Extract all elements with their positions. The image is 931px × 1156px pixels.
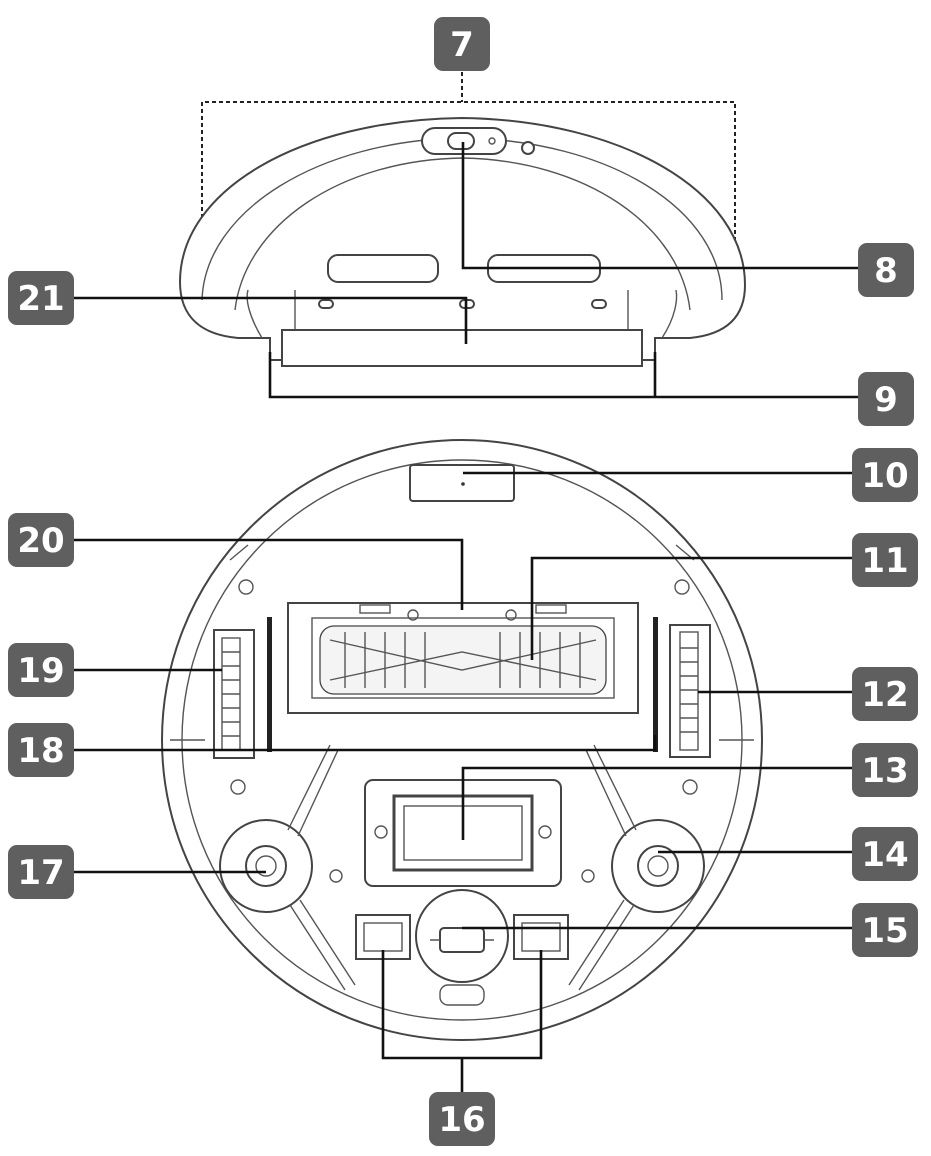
side-arm-l2 bbox=[289, 899, 356, 991]
brush-cover bbox=[311, 617, 615, 699]
callout-label: 19 bbox=[17, 651, 64, 691]
callout-label: 10 bbox=[861, 456, 908, 496]
callout-17: 17 bbox=[8, 845, 74, 899]
callout-label: 20 bbox=[17, 521, 64, 561]
robot-outer-shell bbox=[161, 439, 763, 1041]
callout-20: 20 bbox=[8, 513, 74, 567]
brush-screw-l bbox=[407, 609, 419, 621]
left-grill-lines bbox=[222, 651, 240, 737]
callout-label: 7 bbox=[450, 25, 474, 65]
leader-8 bbox=[461, 142, 858, 270]
battery-screw-r bbox=[538, 825, 552, 839]
callout-label: 16 bbox=[438, 1100, 485, 1140]
left-wheel-hub bbox=[255, 855, 277, 877]
hole bbox=[238, 579, 254, 595]
caster-latch bbox=[439, 984, 485, 1006]
leader-13 bbox=[461, 766, 858, 840]
hole bbox=[674, 579, 690, 595]
callout-8: 8 bbox=[858, 243, 914, 297]
right-grill-lines bbox=[680, 647, 698, 733]
brush-bristles-v bbox=[329, 639, 597, 681]
hole bbox=[329, 869, 343, 883]
front-sensor-dot bbox=[461, 482, 465, 486]
left-wheel bbox=[245, 845, 287, 887]
callout-16: 16 bbox=[429, 1092, 495, 1146]
callout-15: 15 bbox=[852, 903, 918, 957]
callout-label: 14 bbox=[861, 835, 908, 875]
sensor-screw bbox=[521, 141, 535, 155]
mop-clip-3 bbox=[591, 299, 607, 309]
left-charging-contact bbox=[267, 617, 272, 752]
hole bbox=[682, 779, 698, 795]
robot-underside bbox=[161, 439, 763, 1041]
callout-7: 7 bbox=[434, 17, 490, 71]
callout-21: 21 bbox=[8, 271, 74, 325]
callout-label: 13 bbox=[861, 751, 908, 791]
side-arm-l bbox=[287, 744, 339, 837]
leader-21 bbox=[70, 296, 468, 344]
sensor-lens bbox=[447, 132, 475, 150]
hole bbox=[581, 869, 595, 883]
caster-wheel bbox=[439, 927, 485, 953]
callout-14: 14 bbox=[852, 827, 918, 881]
callout-label: 12 bbox=[861, 675, 908, 715]
mop-clip-1 bbox=[318, 299, 334, 309]
mop-slot-left bbox=[327, 254, 439, 283]
leader-9 bbox=[268, 352, 858, 399]
callout-label: 18 bbox=[17, 731, 64, 771]
callout-label: 11 bbox=[861, 541, 908, 581]
callout-label: 8 bbox=[874, 251, 898, 291]
leader-16 bbox=[381, 950, 543, 1092]
side-arm-r bbox=[585, 744, 637, 837]
right-wheel bbox=[637, 845, 679, 887]
brush-tab bbox=[535, 604, 567, 614]
bracket-7 bbox=[201, 101, 736, 245]
callout-18: 18 bbox=[8, 723, 74, 777]
callout-12: 12 bbox=[852, 667, 918, 721]
callout-13: 13 bbox=[852, 743, 918, 797]
callout-11: 11 bbox=[852, 533, 918, 587]
right-charging-contact bbox=[653, 617, 658, 752]
callout-10: 10 bbox=[852, 448, 918, 502]
brush-tab bbox=[359, 604, 391, 614]
leader-11 bbox=[530, 556, 858, 660]
sensor-dot bbox=[488, 137, 496, 145]
callout-19: 19 bbox=[8, 643, 74, 697]
main-brush bbox=[319, 625, 607, 695]
mop-pad bbox=[281, 329, 643, 367]
callout-label: 21 bbox=[17, 279, 64, 319]
callout-label: 17 bbox=[17, 853, 64, 893]
right-wheel-hub bbox=[647, 855, 669, 877]
leader-18 bbox=[70, 735, 657, 752]
brush-segments bbox=[344, 632, 581, 688]
callout-label: 9 bbox=[874, 380, 898, 420]
mop-side-l bbox=[246, 289, 263, 339]
callout-9: 9 bbox=[858, 372, 914, 426]
leader-lines bbox=[70, 142, 858, 1092]
mop-side-r bbox=[661, 289, 678, 339]
battery-screw-l bbox=[374, 825, 388, 839]
side-arm-r2 bbox=[568, 899, 635, 991]
callout-label: 15 bbox=[861, 911, 908, 951]
leader-20 bbox=[70, 538, 464, 610]
brush-screw-r bbox=[505, 609, 517, 621]
hole bbox=[230, 779, 246, 795]
